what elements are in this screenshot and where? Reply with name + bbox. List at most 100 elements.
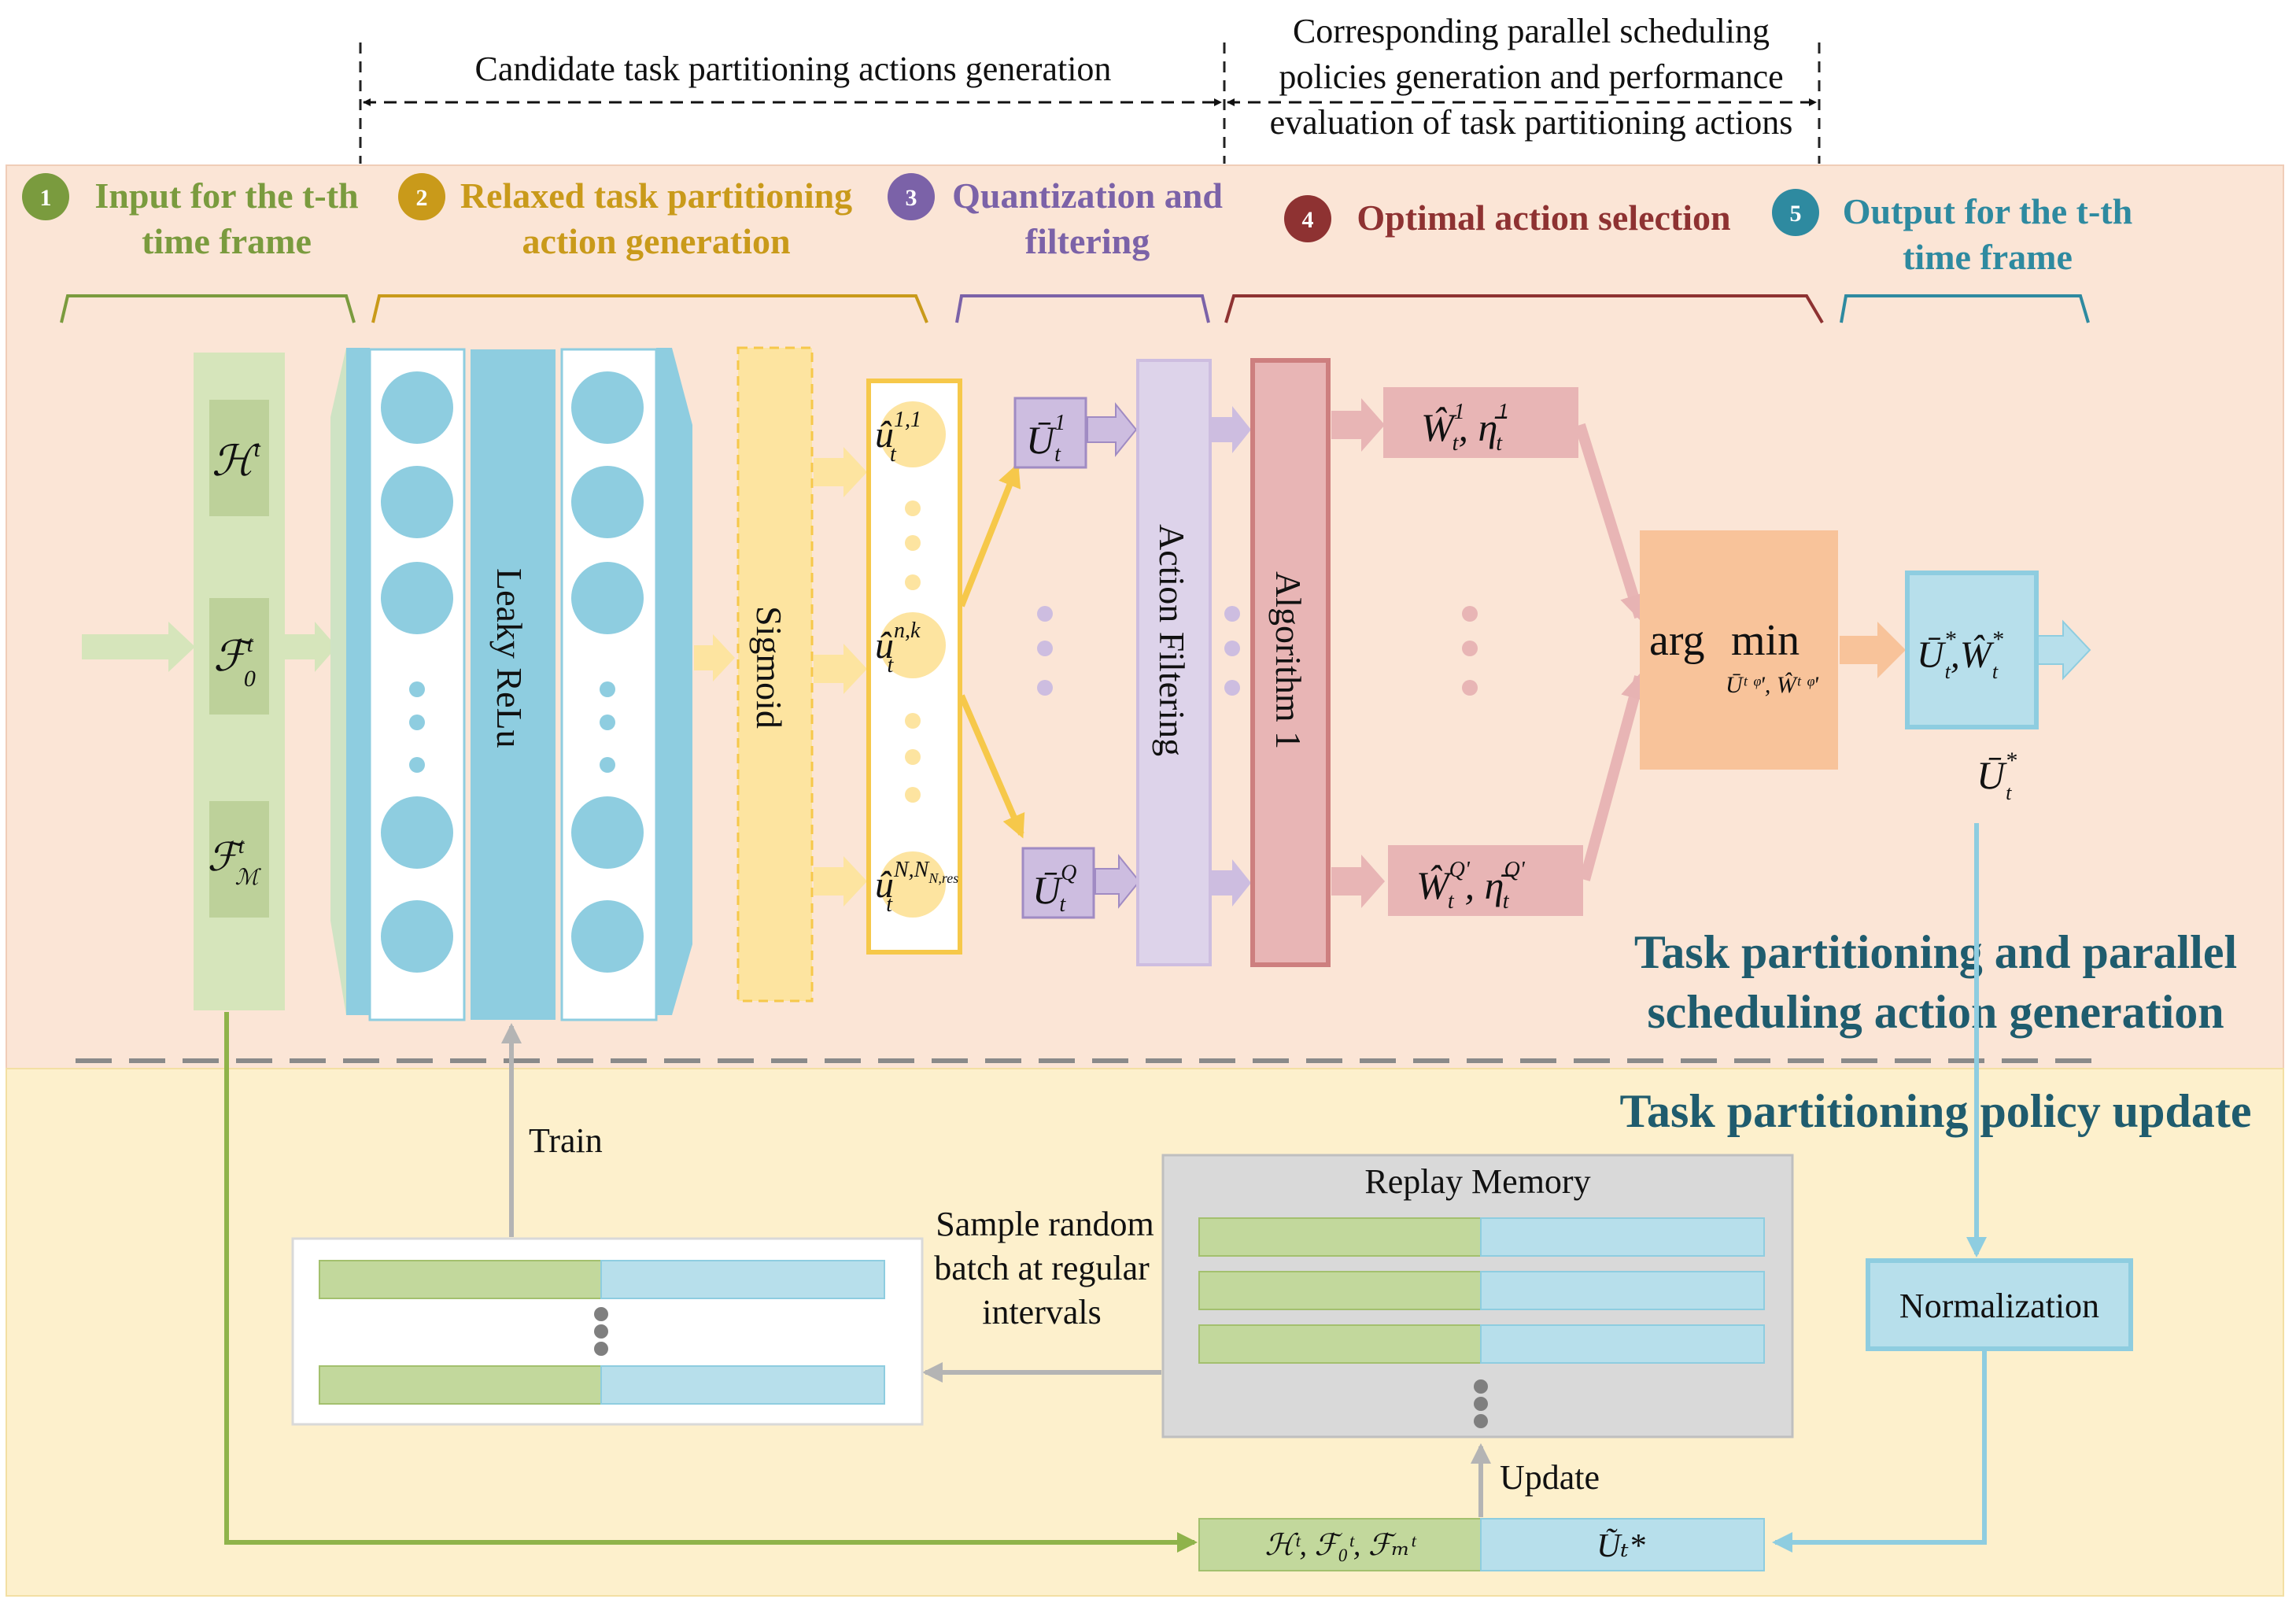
replay-memory-label: Replay Memory [1364, 1162, 1590, 1201]
entry-left [1198, 1324, 1482, 1364]
argmin-min: min [1731, 616, 1800, 665]
dot [594, 1307, 608, 1321]
input-to-network-arrow [285, 622, 337, 672]
schedule-wq-box [1388, 845, 1583, 916]
step-3-label-2: filtering [1025, 221, 1150, 261]
phase-scheduling-label-1: Corresponding parallel scheduling [1293, 12, 1770, 50]
update-title: Task partitioning policy update [1620, 1085, 2252, 1137]
entry-left [1198, 1271, 1482, 1310]
dot [905, 787, 921, 803]
network-input-taper-blue [346, 348, 370, 1015]
step-1-header: 1 Input for the t-th time frame [22, 173, 359, 323]
quantized-dots [1037, 606, 1053, 696]
input-h-var: ℋt [212, 436, 260, 485]
step-1-number: 1 [40, 185, 52, 211]
phase-candidate-label: Candidate task partitioning actions gene… [475, 50, 1112, 88]
step-1-label-2: time frame [142, 221, 312, 261]
dot [1037, 606, 1053, 622]
algo-to-w1-arrow [1331, 398, 1385, 452]
node [571, 796, 644, 869]
input-feed-line [224, 1012, 1198, 1553]
step-2-number: 2 [416, 185, 428, 211]
sample-label-1: Sample random [936, 1205, 1154, 1243]
step-1-label-1: Input for the t-th [94, 175, 358, 216]
dot [594, 1324, 608, 1339]
batch-dots [594, 1307, 608, 1356]
node [571, 466, 644, 538]
leaky-relu-layer [471, 349, 556, 1020]
replay-memory-entries [1198, 1217, 1765, 1364]
normalization-block [1866, 1258, 2133, 1351]
train-label: Train [529, 1121, 603, 1160]
quantized-u1-to-filter-arrow [1087, 402, 1138, 457]
quantize-branch-down [958, 694, 1025, 839]
argmin-subscript: Ūᵗ ᵠ', Ŵᵗ ᵠ' [1726, 672, 1818, 698]
action-filtering-label: Action Filtering [1152, 524, 1192, 756]
step-5-number: 5 [1790, 201, 1802, 227]
step-4-label-1: Optimal action selection [1357, 198, 1730, 238]
w1-to-argmin-line [1574, 423, 1646, 622]
dot [1224, 606, 1240, 622]
schedule-dots [1462, 606, 1478, 696]
node [409, 681, 425, 697]
input-f0-box [209, 598, 269, 715]
replay-dots [1474, 1379, 1488, 1428]
step-2-header: 2 Relaxed task partitioning action gener… [371, 173, 928, 323]
entry-right [1480, 1324, 1765, 1364]
dot [1224, 680, 1240, 696]
filter-to-algo-arrow-top [1212, 406, 1251, 453]
output-block [1905, 571, 2039, 729]
phase-scheduling-label-2: policies generation and performance [1279, 57, 1783, 96]
step-5-label-1: Output for the t-th [1843, 191, 2132, 231]
filter-to-algo-arrow-bottom [1212, 859, 1251, 907]
sigmoid-label: Sigmoid [749, 606, 789, 729]
sigmoid-layer [736, 346, 814, 1003]
step-4-number: 4 [1302, 207, 1314, 233]
argmin-block [1640, 530, 1838, 770]
normalization-label: Normalization [1899, 1287, 2099, 1325]
step-2-label-1: Relaxed task partitioning [460, 175, 852, 216]
sigmoid-to-u11-arrow [814, 447, 867, 497]
dot [594, 1342, 608, 1356]
u-nk-circle [880, 612, 946, 678]
batch-entry-left [319, 1260, 602, 1299]
algo-to-wq-arrow [1331, 855, 1385, 908]
relaxed-dots [905, 500, 921, 803]
batch-entry-right [600, 1260, 885, 1299]
output-label: Ū*t,Ŵ*t [1917, 626, 2003, 683]
output-u-star-label: Ū*t [1977, 748, 2017, 804]
input-arrow [82, 622, 195, 672]
step-5-header: 5 Output for the t-th time frame [1772, 189, 2132, 323]
dot [1462, 606, 1478, 622]
quantize-branch-up [958, 463, 1021, 607]
node [381, 466, 453, 538]
sigmoid-to-unn-arrow [814, 856, 867, 907]
step-3-number: 3 [906, 185, 917, 211]
u-nn-circle [880, 851, 946, 918]
entry-right [1480, 1271, 1765, 1310]
node [381, 562, 453, 634]
quantized-u1-box [1013, 397, 1087, 469]
node [381, 900, 453, 973]
node [381, 796, 453, 869]
node [381, 371, 453, 444]
step-3-header: 3 Quantization and filtering [888, 173, 1223, 323]
node [571, 562, 644, 634]
dot [1474, 1414, 1488, 1428]
update-label: Update [1500, 1458, 1600, 1497]
memory-entry-right [1480, 1518, 1765, 1571]
generation-title-1: Task partitioning and parallel [1634, 926, 2237, 978]
input-h-box [209, 400, 269, 516]
step-5-label-2: time frame [1903, 237, 2073, 277]
hidden-layer-2-nodes [571, 371, 644, 973]
network-to-sigmoid-arrow [694, 634, 735, 681]
dot [905, 500, 921, 516]
input-fm-box [209, 801, 269, 918]
argmin-arg: arg [1649, 616, 1705, 665]
generation-title-2: scheduling action generation [1647, 986, 2224, 1038]
dot [1037, 680, 1053, 696]
